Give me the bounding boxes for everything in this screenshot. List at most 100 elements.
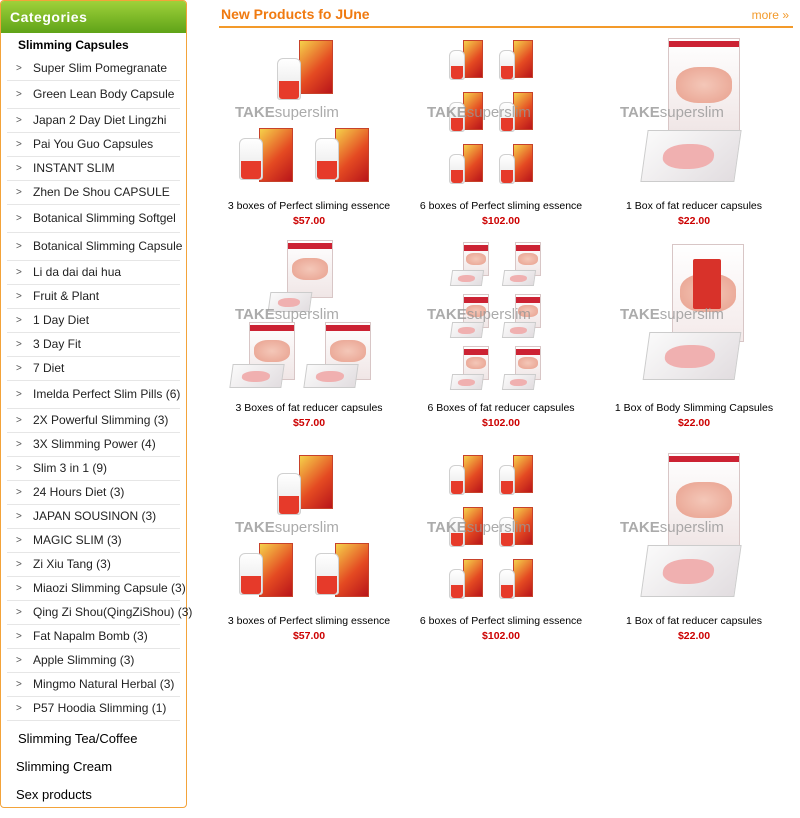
product-image[interactable]: TAKEsuperslim	[229, 240, 379, 394]
sidebar-category-item[interactable]: >Li da dai dai hua	[7, 261, 180, 285]
sidebar-category-item[interactable]: >3 Day Fit	[7, 333, 180, 357]
product-price: $22.00	[677, 215, 711, 227]
product-box-graphic	[513, 144, 533, 182]
product-card[interactable]: TAKEsuperslim 3 Boxes of fat reducer caps…	[214, 240, 404, 429]
sidebar-category-item[interactable]: >Mingmo Natural Herbal (3)	[7, 673, 180, 697]
sidebar-category-item[interactable]: >Pai You Guo Capsules	[7, 133, 180, 157]
sidebar-category-item[interactable]: >Botanical Slimming Softgel	[7, 205, 180, 233]
product-card[interactable]: TAKEsuperslim 1 Box of fat reducer capsul…	[599, 453, 789, 642]
product-card[interactable]: TAKEsuperslim 3 boxes of Perfect sliming …	[214, 453, 404, 642]
sidebar-category-label: P57 Hoodia Slimming (1)	[33, 701, 167, 715]
more-link[interactable]: more »	[752, 8, 789, 22]
sidebar-category-item[interactable]: >Green Lean Body Capsule	[7, 81, 180, 109]
sidebar-category-label: Botanical Slimming Capsule	[33, 239, 183, 253]
product-image[interactable]: TAKEsuperslim	[620, 38, 764, 192]
sidebar-category-item[interactable]: >Fat Napalm Bomb (3)	[7, 625, 180, 649]
product-name[interactable]: 1 Box of fat reducer capsules	[626, 200, 762, 212]
sidebar-category-item[interactable]: >Japan 2 Day Diet Lingzhi	[7, 109, 180, 133]
product-box-band-graphic	[288, 243, 332, 249]
chevron-right-icon: >	[16, 213, 22, 224]
sidebar-category-item[interactable]: >2X Powerful Slimming (3)	[7, 409, 180, 433]
product-card[interactable]: TAKEsuperslim 1 Box of fat reducer capsul…	[599, 38, 789, 227]
chevron-right-icon: >	[16, 583, 22, 594]
sidebar-category-item[interactable]: >7 Diet	[7, 357, 180, 381]
watermark-superslim: superslim	[466, 306, 531, 323]
chevron-right-icon: >	[16, 487, 22, 498]
product-card[interactable]: TAKEsuperslim 1 Box of Body Slimming Caps…	[599, 240, 789, 429]
product-name[interactable]: 3 boxes of Perfect sliming essence	[227, 615, 391, 627]
sidebar-category-label: Zhen De Shou CAPSULE	[33, 185, 170, 199]
sidebar-category-item[interactable]: >P57 Hoodia Slimming (1)	[7, 697, 180, 721]
product-image[interactable]: TAKEsuperslim	[427, 38, 571, 192]
sidebar-category-item[interactable]: >Apple Slimming (3)	[7, 649, 180, 673]
sidebar-category-item[interactable]: >INSTANT SLIM	[7, 157, 180, 181]
product-name[interactable]: 6 Boxes of fat reducer capsules	[427, 402, 575, 414]
sidebar-category-item[interactable]: >MAGIC SLIM (3)	[7, 529, 180, 553]
product-box-band-graphic	[669, 41, 739, 47]
product-sachet-graphic	[640, 545, 742, 597]
sidebar-category-item[interactable]: >Fruit & Plant	[7, 285, 180, 309]
sidebar-category-item[interactable]: > Botanical Slimming Capsule	[7, 233, 183, 261]
product-name[interactable]: 3 boxes of Perfect sliming essence	[227, 200, 391, 212]
sidebar-category-label: Mingmo Natural Herbal (3)	[33, 677, 175, 691]
product-bottle-graphic	[315, 553, 339, 595]
product-image[interactable]: TAKEsuperslim	[235, 453, 379, 607]
product-sachet-graphic	[449, 374, 485, 390]
product-sachet-graphic	[640, 130, 742, 182]
product-box-band-graphic	[464, 245, 488, 251]
sidebar-category-label: Fat Napalm Bomb (3)	[33, 629, 148, 643]
product-image[interactable]: TAKEsuperslim	[427, 240, 571, 394]
watermark-take: TAKE	[235, 306, 275, 323]
category-slimming-capsules[interactable]: Slimming Capsules	[18, 38, 129, 52]
watermark-take: TAKE	[620, 306, 660, 323]
watermark: TAKEsuperslim	[427, 104, 577, 121]
sidebar-category-item[interactable]: >Zhen De Shou CAPSULE	[7, 181, 180, 205]
product-sachet-graphic	[501, 374, 537, 390]
product-name[interactable]: 6 boxes of Perfect sliming essence	[419, 200, 583, 212]
sidebar-top-category[interactable]: Slimming Cream	[16, 759, 113, 774]
chevron-right-icon: >	[16, 241, 22, 252]
sidebar-top-category[interactable]: Slimming Tea/Coffee	[18, 731, 138, 746]
sidebar-category-item[interactable]: >Miaozi Slimming Capsule (3)	[7, 577, 186, 601]
product-card[interactable]: TAKEsuperslim 3 boxes of Perfect sliming …	[214, 38, 404, 227]
product-card[interactable]: TAKEsuperslim 6 Boxes of fat reducer caps…	[406, 240, 596, 429]
sidebar-category-item[interactable]: >JAPAN SOUSINON (3)	[7, 505, 180, 529]
sidebar-category-label: Pai You Guo Capsules	[33, 137, 154, 151]
sidebar-category-item[interactable]: >Super Slim Pomegranate	[7, 57, 180, 81]
product-box-graphic	[463, 144, 483, 182]
sidebar-category-item[interactable]: >24 Hours Diet (3)	[7, 481, 180, 505]
product-name[interactable]: 3 Boxes of fat reducer capsules	[235, 402, 383, 414]
product-sachet-graphic	[501, 270, 537, 286]
product-name[interactable]: 6 boxes of Perfect sliming essence	[419, 615, 583, 627]
product-name[interactable]: 1 Box of Body Slimming Capsules	[614, 402, 774, 414]
product-sachet-graphic	[642, 332, 742, 380]
chevron-right-icon: >	[16, 415, 22, 426]
chevron-right-icon: >	[16, 63, 22, 74]
product-image[interactable]: TAKEsuperslim	[620, 453, 764, 607]
sidebar-category-item[interactable]: >Imelda Perfect Slim Pills (6)	[7, 381, 180, 409]
sidebar-category-label: Li da dai dai hua	[33, 265, 122, 279]
product-sachet-graphic	[449, 322, 485, 338]
chevron-right-icon: >	[16, 389, 22, 400]
watermark-take: TAKE	[427, 104, 467, 121]
product-bottle-graphic	[239, 138, 263, 180]
product-card[interactable]: TAKEsuperslim 6 boxes of Perfect sliming …	[406, 453, 596, 642]
product-card[interactable]: TAKEsuperslim 6 boxes of Perfect sliming …	[406, 38, 596, 227]
sidebar-category-item[interactable]: >Qing Zi Shou(QingZiShou) (3)	[7, 601, 192, 625]
page-title: New Products fo JUne	[221, 6, 370, 22]
sidebar-category-label: 24 Hours Diet (3)	[33, 485, 125, 499]
sidebar-category-item[interactable]: >Slim 3 in 1 (9)	[7, 457, 180, 481]
product-image[interactable]: TAKEsuperslim	[620, 240, 764, 394]
product-image[interactable]: TAKEsuperslim	[427, 453, 571, 607]
sidebar-category-item[interactable]: > 1 Day Diet	[7, 309, 180, 333]
sidebar-top-category[interactable]: Sex products	[16, 787, 92, 802]
product-box-band-graphic	[516, 245, 540, 251]
watermark: TAKEsuperslim	[235, 519, 385, 536]
product-box-band-graphic	[669, 456, 739, 462]
categories-sidebar: Categories Slimming Capsules >Super Slim…	[0, 0, 192, 808]
sidebar-category-item[interactable]: >3X Slimming Power (4)	[7, 433, 180, 457]
product-image[interactable]: TAKEsuperslim	[235, 38, 379, 192]
product-name[interactable]: 1 Box of fat reducer capsules	[626, 615, 762, 627]
sidebar-category-item[interactable]: >Zi Xiu Tang (3)	[7, 553, 180, 577]
watermark: TAKEsuperslim	[427, 306, 577, 323]
